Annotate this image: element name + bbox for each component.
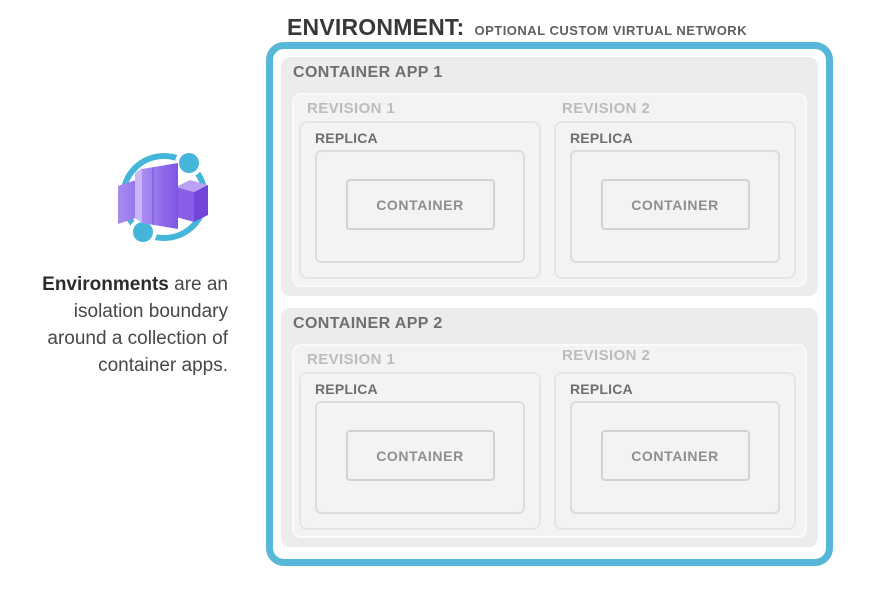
app1-revision-1-label: REVISION 1 [307, 100, 396, 117]
app2-rev1-replica-box: CONTAINER [315, 401, 525, 514]
diagram-title: ENVIRONMENT: OPTIONAL CUSTOM VIRTUAL NET… [287, 14, 747, 41]
app1-rev1-replica-box: CONTAINER [315, 150, 525, 263]
container-app-2: CONTAINER APP 2 REVISION 1 REPLICA CONTA… [281, 308, 818, 547]
app2-revision-1: REVISION 1 REPLICA CONTAINER [299, 346, 541, 536]
caption-line-4: container apps. [98, 355, 228, 376]
app1-revision-2-label: REVISION 2 [562, 100, 651, 117]
app2-revision-1-box: REPLICA CONTAINER [299, 372, 541, 530]
azure-container-apps-icon [118, 149, 208, 243]
app2-rev2-container-box: CONTAINER [600, 430, 750, 481]
caption-bold-lead: Environments [42, 274, 169, 295]
container-app-1: CONTAINER APP 1 REVISION 1 REPLICA CONTA… [281, 57, 818, 296]
caption-text: Environments are an isolation boundary a… [0, 271, 228, 379]
app2-revision-2-box: REPLICA CONTAINER [554, 372, 796, 530]
main-box-shape [135, 163, 178, 229]
app1-revision-1: REVISION 1 REPLICA CONTAINER [299, 95, 541, 285]
caption-line-3: around a collection of [47, 328, 228, 349]
app1-revision-2-box: REPLICA CONTAINER [554, 121, 796, 279]
container-app-1-label: CONTAINER APP 1 [293, 64, 443, 81]
container-app-2-label: CONTAINER APP 2 [293, 315, 443, 332]
app1-revision-1-box: REPLICA CONTAINER [299, 121, 541, 279]
app2-rev2-replica-label: REPLICA [570, 381, 633, 397]
container-app-2-revisions: REVISION 1 REPLICA CONTAINER REVISION 2 … [292, 344, 807, 538]
app2-revision-1-label: REVISION 1 [307, 351, 396, 368]
environment-boundary: CONTAINER APP 1 REVISION 1 REPLICA CONTA… [266, 42, 833, 566]
app1-rev2-replica-box: CONTAINER [570, 150, 780, 263]
app2-rev2-replica-box: CONTAINER [570, 401, 780, 514]
app1-rev2-container-box: CONTAINER [600, 179, 750, 230]
app1-revision-2: REVISION 2 REPLICA CONTAINER [554, 95, 796, 285]
app1-rev1-container-box: CONTAINER [345, 179, 495, 230]
orbit-dot-top [179, 153, 199, 173]
caption-line-1: Environments are an [42, 274, 228, 295]
app1-rev1-replica-label: REPLICA [315, 130, 378, 146]
right-box-shape [176, 180, 208, 222]
environment-title: ENVIRONMENT: [287, 14, 465, 40]
caption-line-2: isolation boundary [73, 301, 228, 322]
environment-subtitle: OPTIONAL CUSTOM VIRTUAL NETWORK [474, 23, 748, 38]
orbit-dot-bottom [133, 222, 153, 242]
app2-revision-2-label: REVISION 2 [562, 347, 651, 364]
app1-rev2-replica-label: REPLICA [570, 130, 633, 146]
container-app-1-revisions: REVISION 1 REPLICA CONTAINER REVISION 2 … [292, 93, 807, 287]
app2-rev1-replica-label: REPLICA [315, 381, 378, 397]
app2-revision-2: REVISION 2 REPLICA CONTAINER [554, 346, 796, 536]
app2-rev1-container-box: CONTAINER [345, 430, 495, 481]
